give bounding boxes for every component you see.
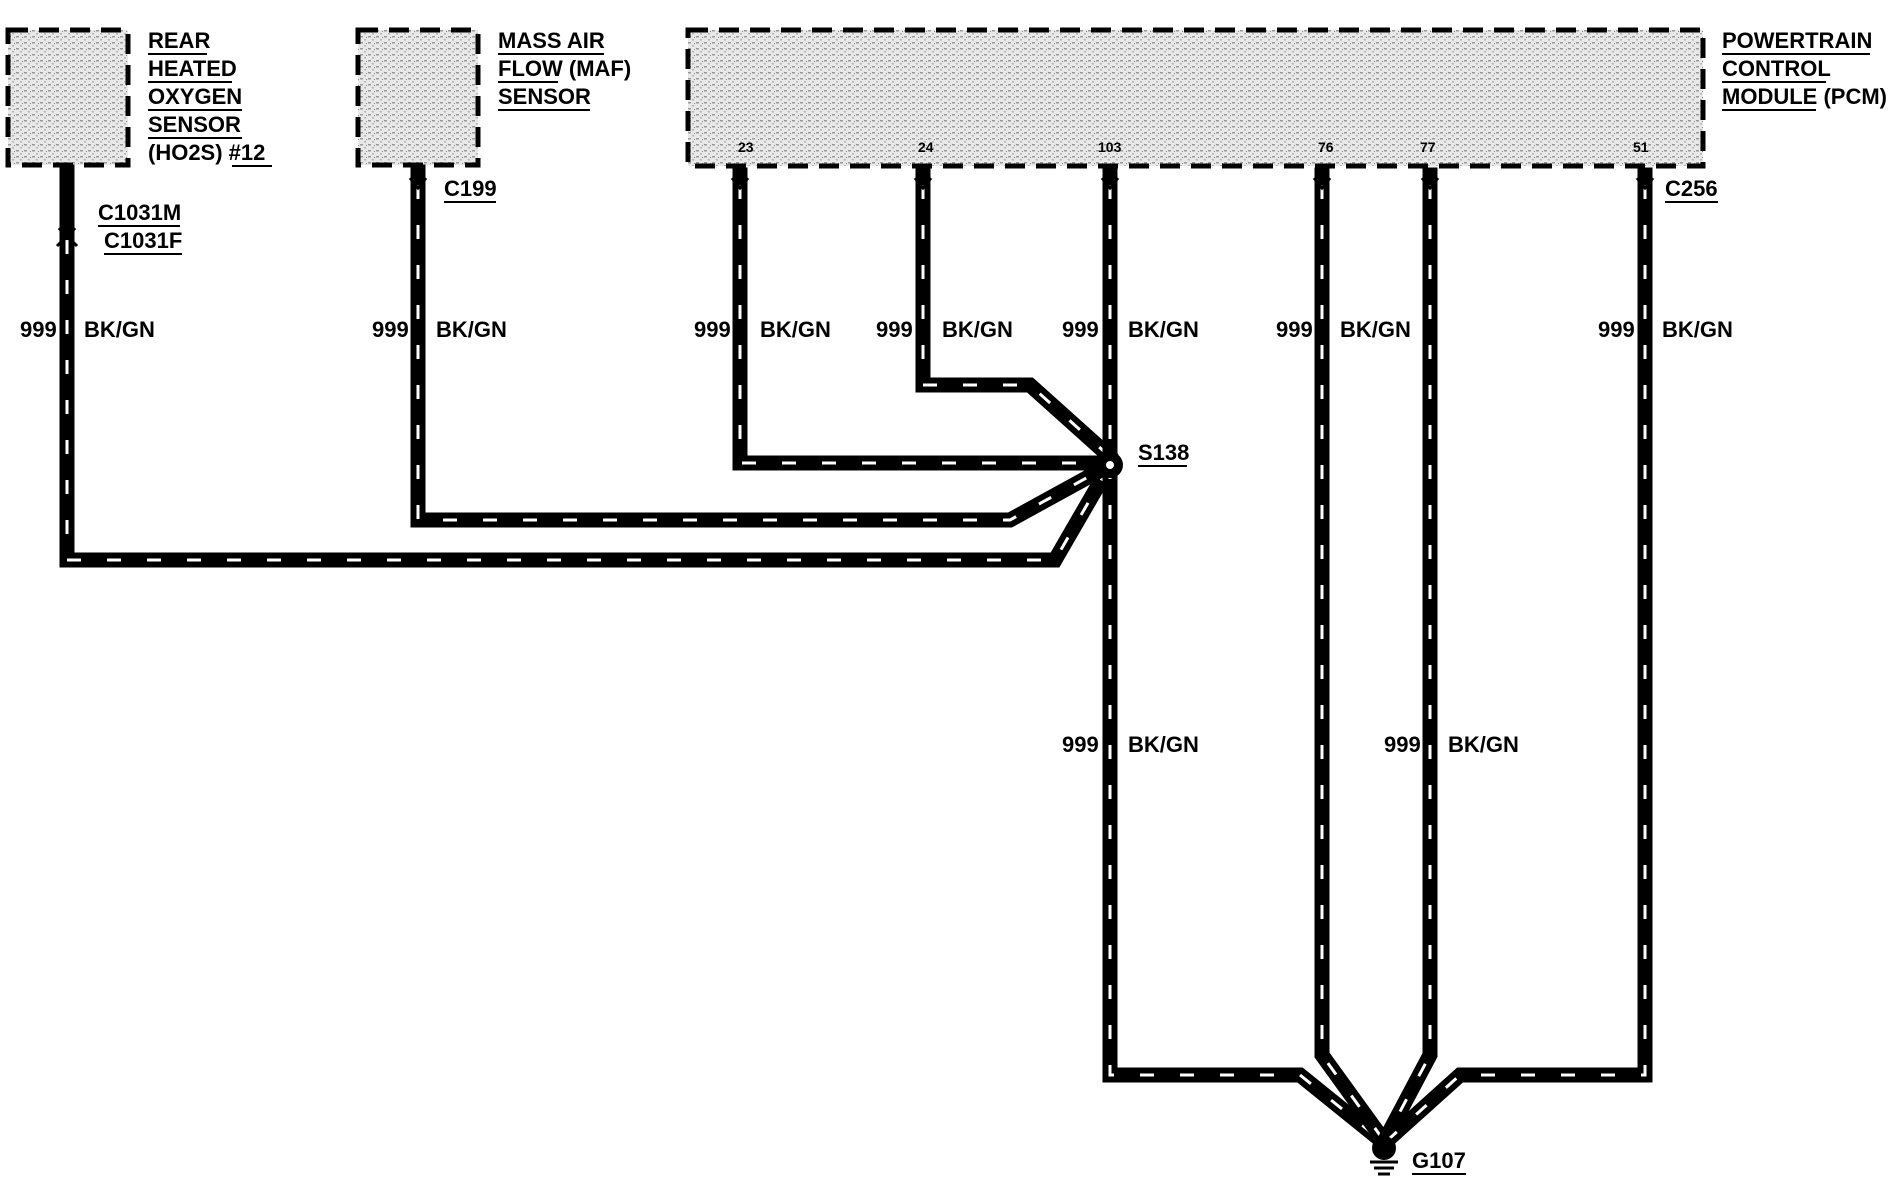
wire-pin24-s138 xyxy=(915,167,1119,466)
pcm-pin-77: 77 xyxy=(1420,139,1436,155)
ho2s-box xyxy=(5,27,131,168)
pin77-wire-color: BK/GN xyxy=(1448,732,1519,757)
pin51-cup-icon xyxy=(1635,177,1655,191)
connector-c256: C256 xyxy=(730,176,1718,203)
pin103-wire-circuit: 999 xyxy=(1062,317,1099,342)
g107-label: G107 xyxy=(1412,1148,1466,1173)
pcm-box xyxy=(685,27,1706,169)
pin23-wire-circuit: 999 xyxy=(694,317,731,342)
pcm-pin-23: 23 xyxy=(738,139,754,155)
maf-wire-circuit: 999 xyxy=(372,317,409,342)
wire-labels: 999 BK/GN 999 BK/GN 999 BK/GN 999 BK/GN … xyxy=(20,317,1733,757)
pin24-wire-circuit: 999 xyxy=(876,317,913,342)
c256-label: C256 xyxy=(1665,176,1718,201)
ho2s-label-line-4: SENSOR xyxy=(148,112,241,137)
pin103-wire-color: BK/GN xyxy=(1128,317,1199,342)
pin76-wire-circuit: 999 xyxy=(1276,317,1313,342)
maf-wire-color: BK/GN xyxy=(436,317,507,342)
pcm-pin-103: 103 xyxy=(1098,139,1122,155)
wire-pin103-g107-stripe xyxy=(1108,185,1379,1140)
ho2s-component: REAR HEATED OXYGEN SENSOR (HO2S) #12 xyxy=(5,27,272,168)
c1031-female-cup-icon xyxy=(55,233,79,248)
maf-component: MASS AIR FLOW (MAF) SENSOR xyxy=(355,27,631,168)
splice-dot-center xyxy=(1106,461,1114,469)
c199-label: C199 xyxy=(444,176,497,201)
s138-label: S138 xyxy=(1138,440,1189,465)
c1031m-label: C1031M xyxy=(98,200,181,225)
ground-node-icon xyxy=(1372,1136,1396,1160)
wire-ho2s-s138 xyxy=(59,164,1121,568)
wire-maf-s138-stripe xyxy=(416,185,1111,522)
pin76-cup-icon xyxy=(1312,177,1332,191)
ho2s-label-line-2: HEATED xyxy=(148,56,237,81)
ground-run-wire-color: BK/GN xyxy=(1128,732,1199,757)
pin23-cup-icon xyxy=(730,177,750,191)
ho2s-wire-circuit: 999 xyxy=(20,317,57,342)
ground-run-wire-circuit: 999 xyxy=(1062,732,1099,757)
pcm-label-line-3: MODULE (PCM) xyxy=(1722,84,1887,109)
pcm-label-line-2: CONTROL xyxy=(1722,56,1831,81)
ho2s-label-line-3: OXYGEN xyxy=(148,84,242,109)
ho2s-label-line-5: (HO2S) #12 xyxy=(148,140,265,165)
pcm-component: POWERTRAIN CONTROL MODULE (PCM) 23 24 10… xyxy=(685,27,1887,169)
pin77-cup-icon xyxy=(1420,177,1440,191)
pin24-wire-color: BK/GN xyxy=(942,317,1013,342)
c199-female-cup-icon xyxy=(408,177,428,191)
connector-c199: C199 xyxy=(408,176,497,203)
pin77-wire-circuit: 999 xyxy=(1384,732,1421,757)
pin76-wire-color: BK/GN xyxy=(1340,317,1411,342)
pcm-pin-76: 76 xyxy=(1318,139,1334,155)
c1031f-label: C1031F xyxy=(104,228,182,253)
pcm-pin-51: 51 xyxy=(1633,139,1649,155)
maf-box xyxy=(355,27,481,168)
pcm-pin-24: 24 xyxy=(918,139,934,155)
pin23-wire-color: BK/GN xyxy=(760,317,831,342)
ho2s-wire-color: BK/GN xyxy=(84,317,155,342)
wires xyxy=(59,164,1653,1149)
wire-pin24-s138-stripe xyxy=(921,185,1110,457)
wire-pin51-g107-stripe xyxy=(1388,185,1647,1140)
pin24-cup-icon xyxy=(913,177,933,191)
maf-label-line-3: SENSOR xyxy=(498,84,591,109)
wire-pin23-s138-stripe xyxy=(738,185,1105,465)
ground-g107: G107 xyxy=(1370,1136,1466,1176)
maf-label-line-2: FLOW (MAF) xyxy=(498,56,631,81)
maf-label-line-1: MASS AIR xyxy=(498,28,605,53)
pin51-wire-color: BK/GN xyxy=(1662,317,1733,342)
ho2s-label-line-1: REAR xyxy=(148,28,210,53)
pin103-cup-icon xyxy=(1100,177,1120,191)
wire-ho2s-s138-stripe xyxy=(65,240,1112,562)
pin51-wire-circuit: 999 xyxy=(1598,317,1635,342)
connector-c1031: C1031M C1031F xyxy=(55,200,182,255)
wire-pin76-g107-stripe xyxy=(1320,185,1384,1139)
splice-s138: S138 xyxy=(1097,440,1189,478)
pcm-label-line-1: POWERTRAIN xyxy=(1722,28,1872,53)
wire-pin77-g107-stripe xyxy=(1384,185,1432,1139)
